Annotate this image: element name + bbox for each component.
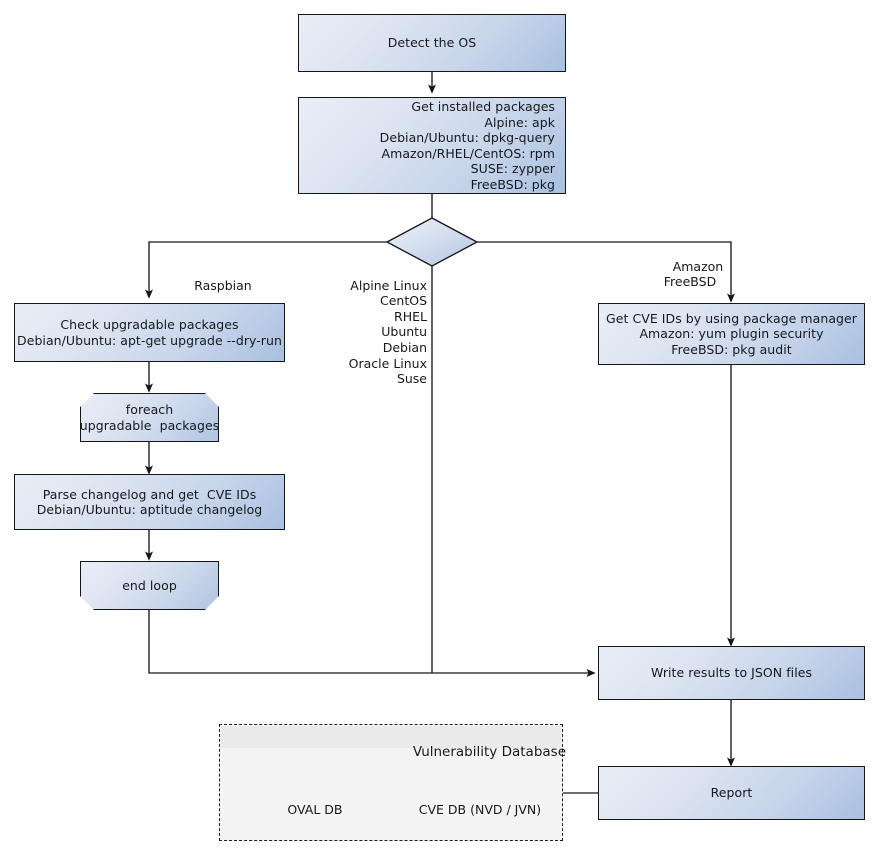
vulnerability-database-title: Vulnerability Database <box>330 728 566 776</box>
edge-endloop-to-write-results <box>148 610 596 678</box>
node-get-cve-ids-label: Get CVE IDs by using package manager Ama… <box>606 310 857 357</box>
node-write-results-label: Write results to JSON files <box>650 665 813 681</box>
node-detect-os-label: Detect the OS <box>387 35 477 51</box>
edge-label-center-os-list: Alpine Linux CentOS RHEL Ubuntu Debian O… <box>300 262 427 402</box>
edge-label-center-os-list-text: Alpine Linux CentOS RHEL Ubuntu Debian O… <box>348 277 427 387</box>
edge-label-raspbian: Raspbian <box>155 262 275 309</box>
node-check-upgradable-packages[interactable]: Check upgradable packages Debian/Ubuntu:… <box>14 303 285 362</box>
node-report[interactable]: Report <box>598 766 865 820</box>
node-parse-changelog-label: Parse changelog and get CVE IDs Debian/U… <box>36 486 263 518</box>
node-foreach-loop[interactable]: foreach upgradable packages <box>80 393 219 442</box>
node-get-installed-packages-label: Get installed packages Alpine: apk Debia… <box>379 99 555 192</box>
node-get-cve-ids[interactable]: Get CVE IDs by using package manager Ama… <box>598 303 865 365</box>
node-end-loop[interactable]: end loop <box>80 561 219 610</box>
node-foreach-loop-label: foreach upgradable packages <box>79 402 220 433</box>
edge-label-amazon-freebsd: Amazon FreeBSD <box>630 243 750 305</box>
node-check-upgradable-packages-label: Check upgradable packages Debian/Ubuntu:… <box>17 317 282 348</box>
vulnerability-database-title-text: Vulnerability Database <box>412 744 566 760</box>
node-end-loop-label: end loop <box>122 577 177 593</box>
node-parse-changelog[interactable]: Parse changelog and get CVE IDs Debian/U… <box>14 474 285 530</box>
node-report-label: Report <box>710 785 753 801</box>
edge-label-raspbian-text: Raspbian <box>194 277 252 293</box>
node-get-installed-packages[interactable]: Get installed packages Alpine: apk Debia… <box>298 97 566 194</box>
os-decision-diamond <box>385 217 479 267</box>
node-detect-os[interactable]: Detect the OS <box>298 14 566 72</box>
vulnerability-database-titlebar <box>221 726 561 748</box>
edge-label-amazon-freebsd-text: Amazon FreeBSD <box>663 258 724 290</box>
node-write-results[interactable]: Write results to JSON files <box>598 646 865 700</box>
